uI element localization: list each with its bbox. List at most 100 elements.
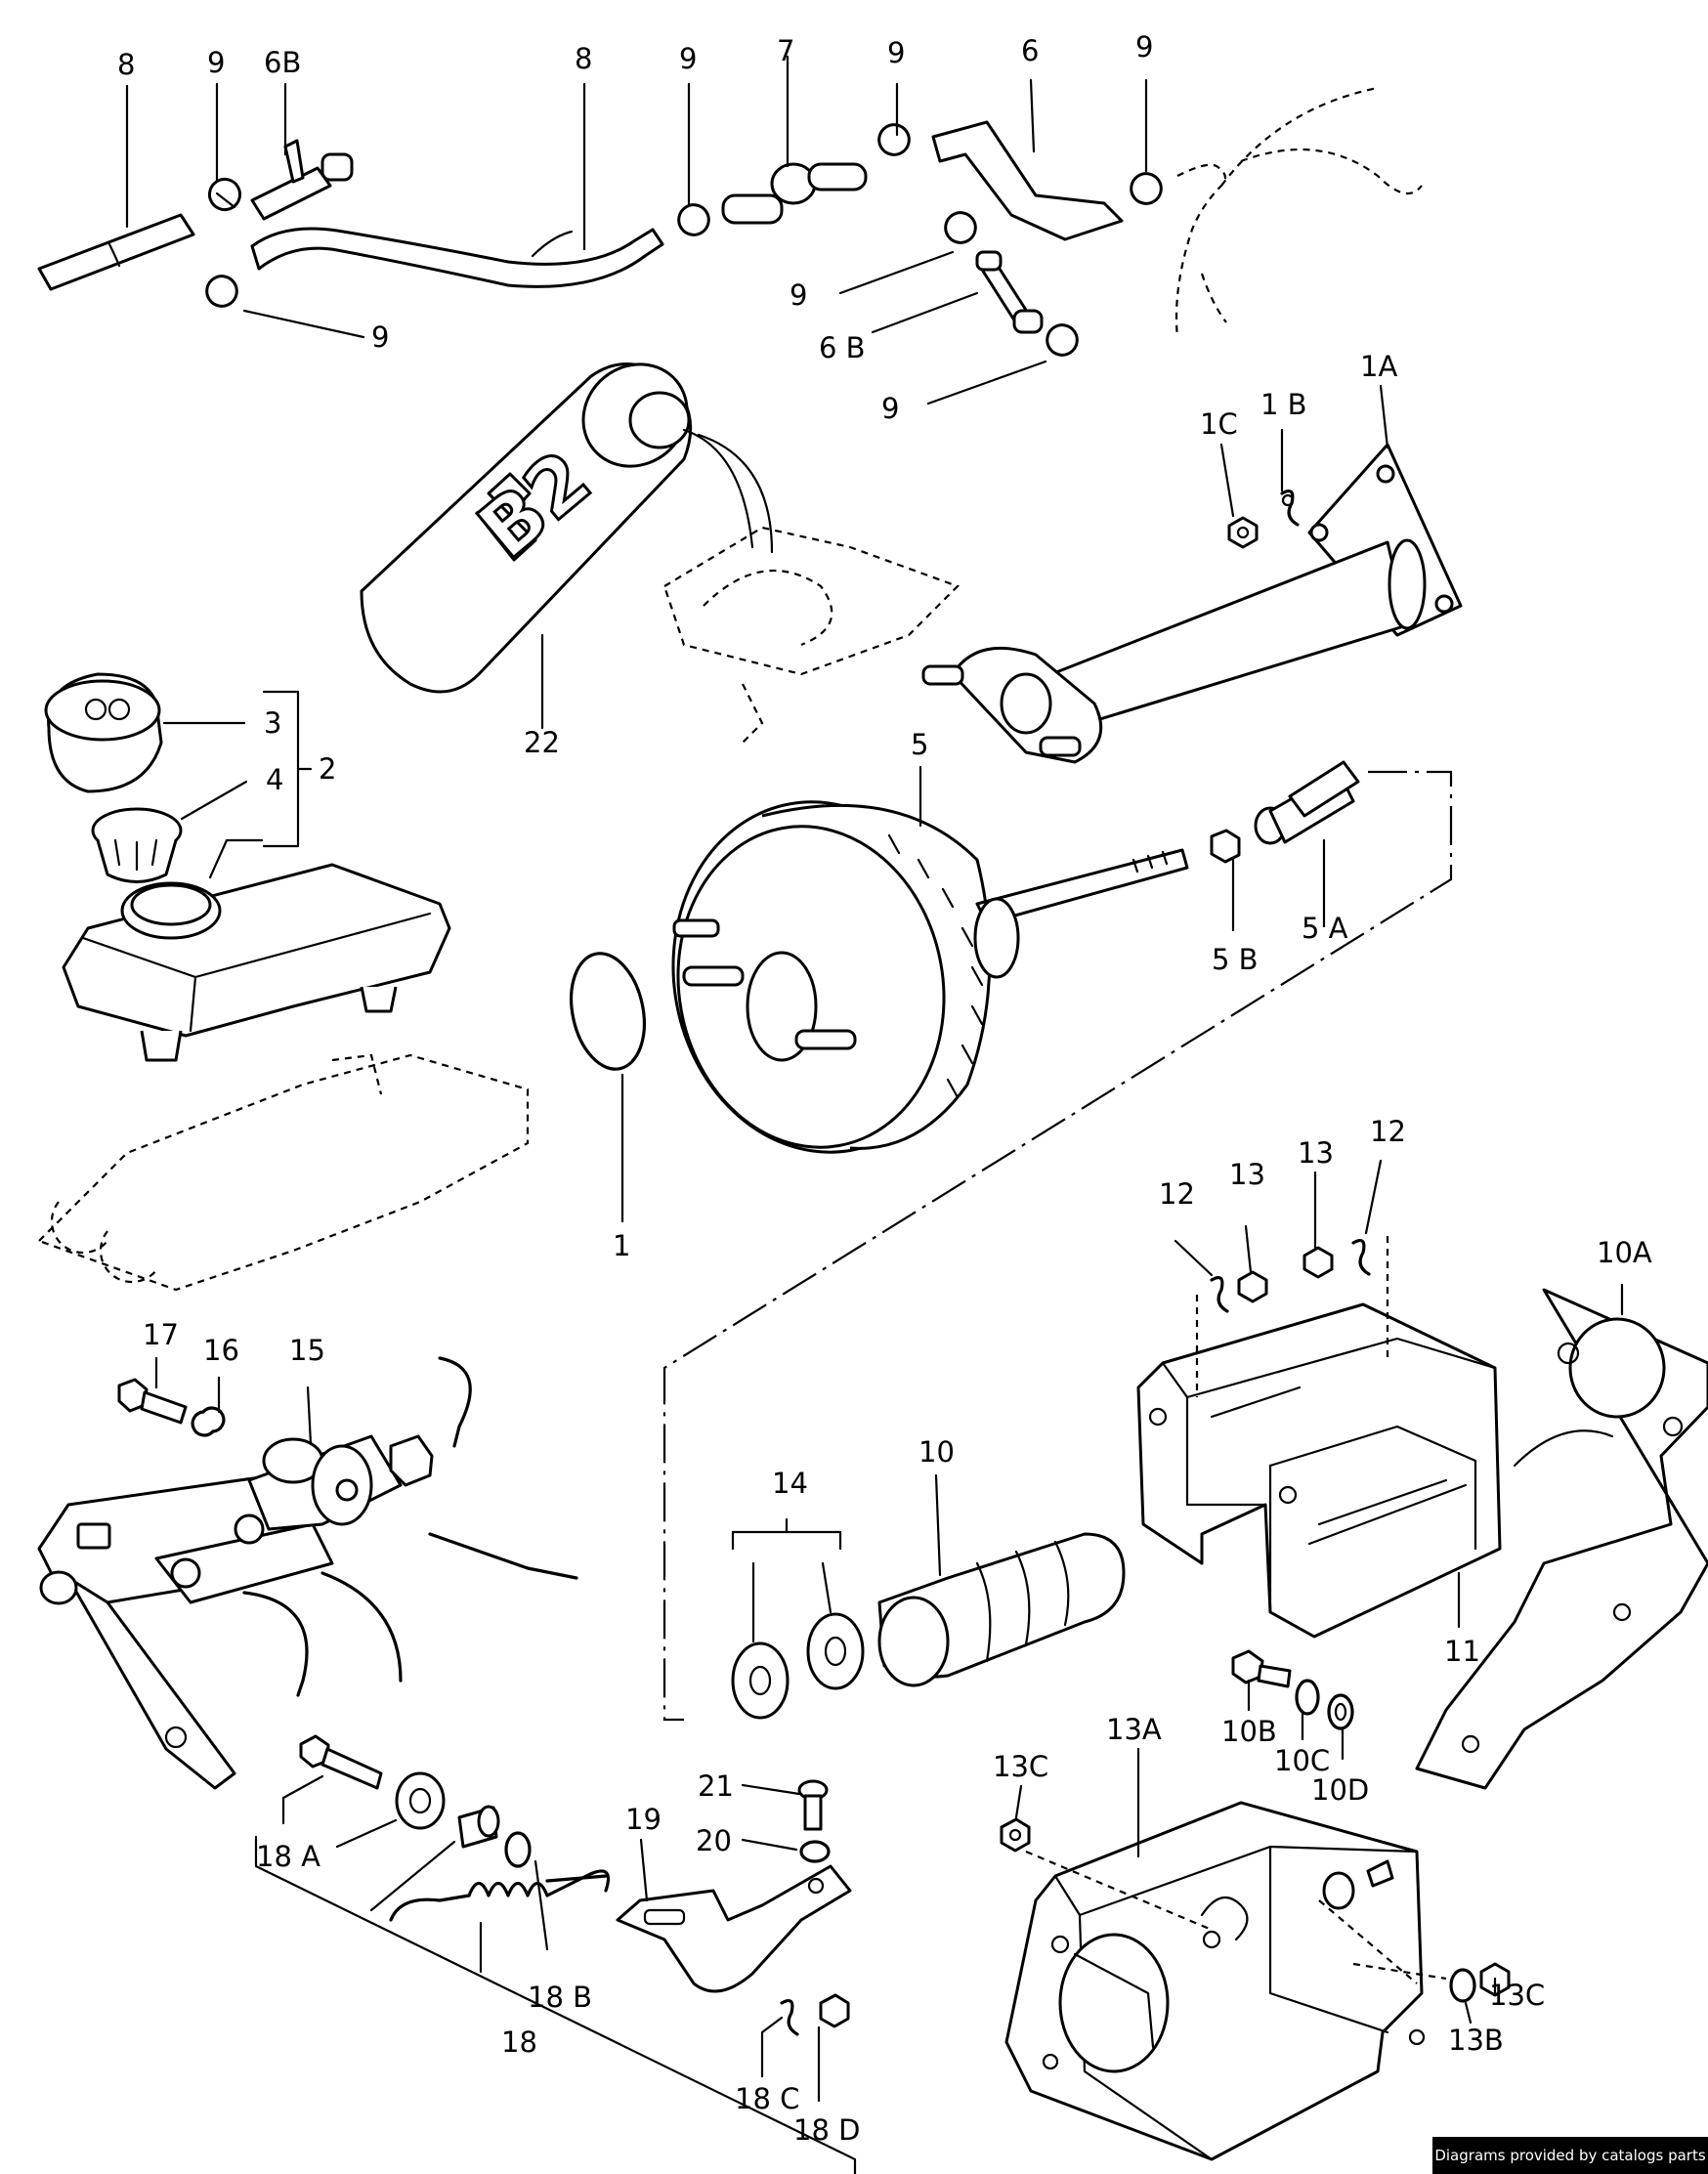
callout-12: 12 bbox=[1159, 1177, 1195, 1211]
mount-plate-10a bbox=[1415, 1288, 1708, 1790]
bushing-18 bbox=[395, 1771, 446, 1830]
callout-10a: 10A bbox=[1597, 1236, 1652, 1269]
callout-8: 8 bbox=[117, 48, 135, 81]
connector-6b-top bbox=[250, 139, 354, 221]
engine-outline-ghost bbox=[1174, 86, 1423, 338]
callout-13c: 13C bbox=[993, 1750, 1048, 1783]
callout-18d: 18 D bbox=[793, 2113, 860, 2147]
callout-2: 2 bbox=[319, 752, 336, 786]
callout-9: 9 bbox=[207, 46, 225, 79]
nut-13-left bbox=[1237, 1270, 1268, 1303]
pedal-lever-assembly bbox=[37, 1434, 434, 1790]
callout-4: 4 bbox=[266, 763, 283, 796]
bolt-10b bbox=[1231, 1649, 1292, 1688]
hose-clamp-9-e bbox=[1130, 172, 1163, 205]
callout-9: 9 bbox=[887, 36, 905, 69]
callout-10: 10 bbox=[918, 1435, 955, 1469]
clip-18c bbox=[780, 1999, 799, 2036]
sleeve-18 bbox=[457, 1805, 500, 1849]
bracket-11 bbox=[1136, 1236, 1502, 1639]
lock-washer-1b bbox=[1280, 490, 1300, 527]
callout-12: 12 bbox=[1370, 1115, 1406, 1148]
hose-8-long bbox=[250, 227, 664, 288]
return-spring-wires bbox=[242, 1356, 578, 1697]
callout-21: 21 bbox=[698, 1769, 734, 1803]
callout-5b: 5 B bbox=[1212, 943, 1259, 976]
washer-13b bbox=[1449, 1968, 1476, 2003]
hose-clamp-9-f bbox=[944, 211, 977, 244]
nut-13c-left bbox=[1000, 1817, 1031, 1853]
washer-16 bbox=[191, 1406, 226, 1437]
callout-18: 18 bbox=[501, 2025, 537, 2059]
brake-booster-5 bbox=[671, 800, 1189, 1154]
callout-9: 9 bbox=[371, 320, 389, 354]
washer-18 bbox=[504, 1831, 532, 1868]
callout-18a: 18 A bbox=[256, 1840, 320, 1873]
reservoir-cap-3 bbox=[44, 672, 163, 793]
callout-11: 11 bbox=[1444, 1635, 1480, 1668]
callout-13b: 13B bbox=[1448, 2024, 1504, 2057]
callout-18c: 18 C bbox=[735, 2082, 799, 2115]
rubber-boot-10 bbox=[877, 1532, 1126, 1687]
fluid-reservoir bbox=[62, 863, 451, 1062]
nut-1c bbox=[1227, 516, 1259, 549]
callout-3: 3 bbox=[264, 706, 281, 740]
leader-lines bbox=[125, 55, 1624, 2103]
washer-20 bbox=[799, 1840, 831, 1863]
callout-6b: 6B bbox=[264, 46, 301, 79]
hose-clamp-9-b bbox=[205, 275, 238, 308]
callout-15: 15 bbox=[289, 1334, 325, 1367]
callout-7: 7 bbox=[777, 34, 794, 67]
clevis-5a bbox=[1254, 760, 1360, 845]
callout-22: 22 bbox=[524, 726, 560, 759]
callout-1b: 1 B bbox=[1260, 388, 1307, 421]
callout-9: 9 bbox=[1135, 30, 1153, 64]
hose-clamp-9-g bbox=[1046, 323, 1079, 357]
hose-clamp-9-c bbox=[677, 203, 710, 236]
spring-washer-10c bbox=[1295, 1679, 1320, 1716]
bolt-17 bbox=[117, 1378, 188, 1425]
watermark-badge: Diagrams provided by catalogs parts bbox=[1432, 2137, 1708, 2174]
callout-13: 13 bbox=[1229, 1158, 1265, 1191]
brace-14 bbox=[731, 1517, 842, 1551]
callout-9: 9 bbox=[679, 42, 697, 75]
strainer-4 bbox=[91, 807, 183, 883]
master-cylinder-ghost bbox=[36, 1053, 530, 1292]
brace-2 bbox=[262, 690, 313, 848]
callout-9: 9 bbox=[790, 278, 807, 312]
callout-13a: 13A bbox=[1106, 1713, 1162, 1746]
bracket-19 bbox=[616, 1864, 852, 1993]
callout-13: 13 bbox=[1298, 1136, 1334, 1170]
lock-washer-12-right bbox=[1351, 1239, 1371, 1276]
nut-13-right bbox=[1302, 1246, 1334, 1279]
callout-17: 17 bbox=[143, 1318, 179, 1351]
brace-18 bbox=[254, 1835, 857, 2174]
callout-20: 20 bbox=[696, 1824, 732, 1857]
callout-10d: 10D bbox=[1311, 1773, 1369, 1807]
hose-8-left bbox=[37, 213, 195, 291]
connector-6b-middle bbox=[975, 250, 1044, 334]
callout-16: 16 bbox=[203, 1334, 239, 1367]
callout-5a: 5 A bbox=[1302, 912, 1348, 945]
callout-10c: 10C bbox=[1274, 1744, 1330, 1777]
o-ring-1 bbox=[570, 952, 646, 1071]
brake-fluid-can-22: B2 bbox=[360, 362, 774, 694]
callout-19: 19 bbox=[625, 1803, 662, 1836]
callout-9: 9 bbox=[881, 392, 899, 425]
callout-10b: 10B bbox=[1221, 1715, 1277, 1748]
bolt-18a bbox=[299, 1734, 383, 1790]
callout-1c: 1C bbox=[1200, 407, 1238, 441]
lock-washer-12-left bbox=[1210, 1276, 1229, 1313]
callout-6b: 6 B bbox=[819, 331, 866, 364]
hose-clamp-9-d bbox=[877, 123, 911, 156]
callout-14: 14 bbox=[772, 1467, 808, 1500]
callout-8: 8 bbox=[575, 42, 592, 75]
reservoir-ghost-under-can bbox=[662, 526, 960, 744]
callout-labels: 8 9 6B 8 9 7 9 6 9 9 9 6 B 9 1A 1C 1 B 2… bbox=[117, 30, 1652, 2147]
nut-18d bbox=[819, 1993, 850, 2028]
hose-clamp-9-a bbox=[207, 178, 242, 211]
hose-6 bbox=[931, 120, 1124, 241]
callout-1: 1 bbox=[613, 1229, 630, 1262]
housing-13a bbox=[1004, 1801, 1447, 2161]
